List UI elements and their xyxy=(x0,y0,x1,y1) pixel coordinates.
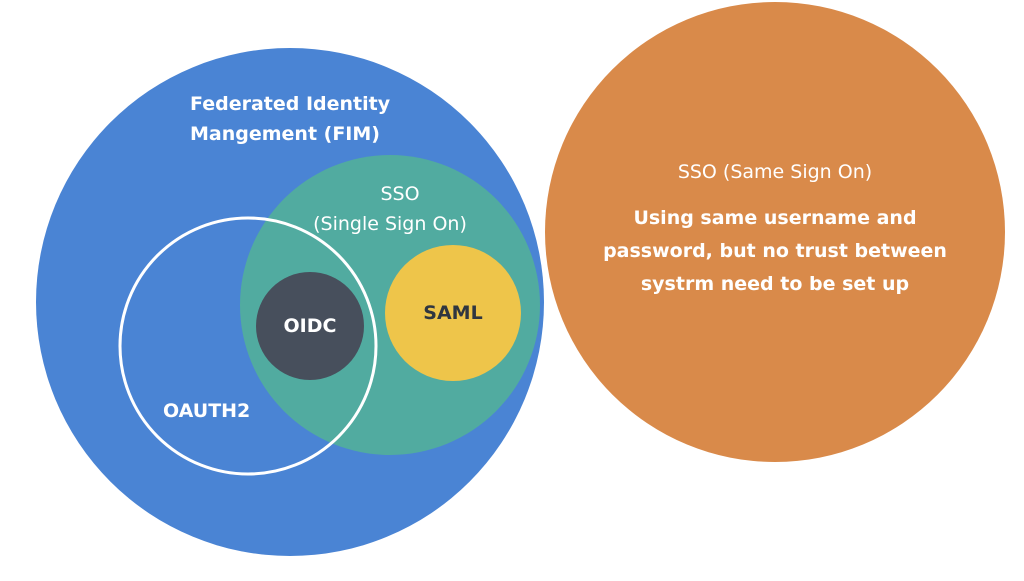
same-sign-on-desc-line2: password, but no trust between xyxy=(603,240,947,262)
fim-label: Federated Identity Mangement (FIM) xyxy=(190,90,390,148)
oidc-label: OIDC xyxy=(283,315,337,337)
saml-circle xyxy=(385,245,521,381)
oauth2-label: OAUTH2 xyxy=(163,400,251,422)
same-sign-on-desc-line1: Using same username and xyxy=(633,207,917,229)
oauth2-circle xyxy=(118,216,378,476)
oidc-circle xyxy=(256,272,364,380)
same-sign-on-description: Using same username and password, but no… xyxy=(585,202,965,301)
sso-label-line1: SSO xyxy=(380,183,420,205)
fim-label-line1: Federated Identity xyxy=(190,93,391,115)
same-sign-on-title: SSO (Same Sign On) xyxy=(677,161,873,183)
same-sign-on-circle xyxy=(545,2,1005,462)
fim-label-line2: Mangement (FIM) xyxy=(190,123,380,145)
saml-label: SAML xyxy=(423,302,483,324)
same-sign-on-desc-line3: systrm need to be set up xyxy=(640,273,910,295)
sso-label: SSO (Single Sign On) xyxy=(300,180,480,238)
sso-label-line2: (Single Sign On) xyxy=(313,213,467,235)
